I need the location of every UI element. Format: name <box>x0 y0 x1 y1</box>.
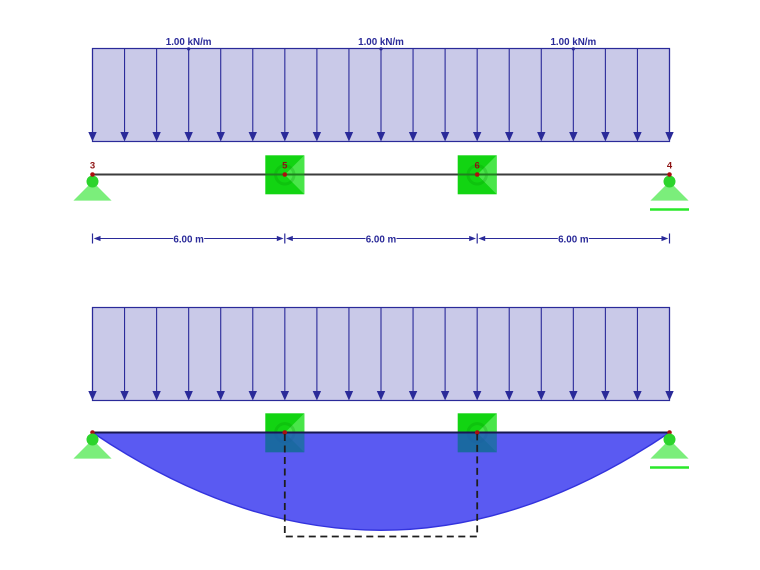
svg-text:6.00 m: 6.00 m <box>173 234 204 245</box>
svg-text:5: 5 <box>282 161 288 172</box>
svg-text:6.00 m: 6.00 m <box>558 234 589 245</box>
svg-text:6.00 m: 6.00 m <box>366 234 397 245</box>
svg-text:3: 3 <box>90 161 95 172</box>
svg-text:4: 4 <box>667 161 673 172</box>
svg-text:1.00 kN/m: 1.00 kN/m <box>550 37 596 48</box>
svg-text:1.00 kN/m: 1.00 kN/m <box>358 37 404 48</box>
svg-text:1.00 kN/m: 1.00 kN/m <box>166 37 212 48</box>
svg-text:6: 6 <box>475 161 480 172</box>
